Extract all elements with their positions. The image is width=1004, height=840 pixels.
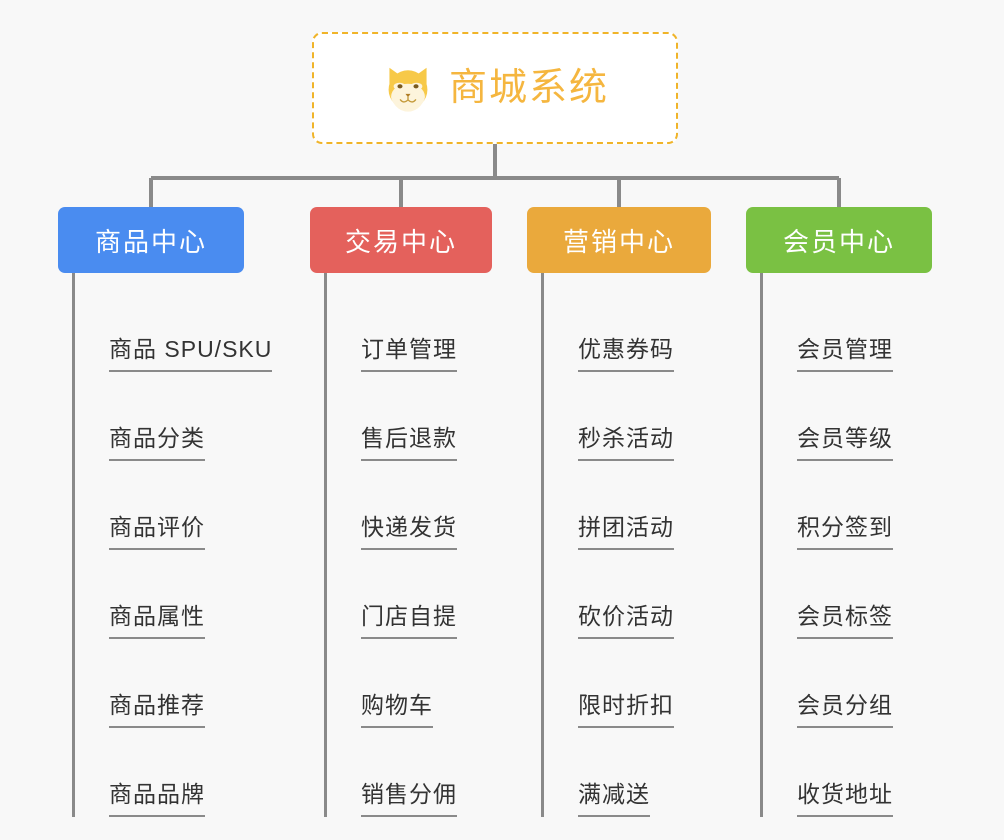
category-label: 商品中心: [94, 226, 207, 257]
leaf-list-marketing-center: 优惠券码秒杀活动拼团活动砍价活动限时折扣满减送: [541, 273, 711, 817]
leaf-item[interactable]: 商品评价: [75, 461, 244, 550]
leaf-item[interactable]: 会员管理: [763, 283, 932, 372]
leaf-item[interactable]: 销售分佣: [327, 728, 492, 817]
category-label: 交易中心: [344, 226, 457, 257]
leaf-item-label: 商品评价: [109, 508, 205, 550]
leaf-item-label: 快递发货: [361, 508, 457, 550]
leaf-item[interactable]: 收货地址: [763, 728, 932, 817]
leaf-item-label: 满减送: [578, 775, 650, 817]
category-header-product-center[interactable]: 商品中心: [58, 207, 244, 273]
leaf-item-label: 购物车: [361, 686, 433, 728]
leaf-item[interactable]: 售后退款: [327, 372, 492, 461]
leaf-item[interactable]: 购物车: [327, 639, 492, 728]
category-header-marketing-center[interactable]: 营销中心: [527, 207, 711, 273]
root-title: 商城系统: [448, 67, 609, 109]
shiba-dog-face-icon: [388, 67, 428, 112]
leaf-item[interactable]: 商品属性: [75, 550, 244, 639]
root-node[interactable]: 商城系统: [312, 32, 678, 144]
leaf-item-label: 商品属性: [109, 597, 205, 639]
leaf-item[interactable]: 商品推荐: [75, 639, 244, 728]
leaf-item-label: 会员标签: [797, 597, 893, 639]
leaf-item[interactable]: 拼团活动: [544, 461, 711, 550]
category-header-trade-center[interactable]: 交易中心: [310, 207, 492, 273]
leaf-item-label: 商品品牌: [109, 775, 205, 817]
leaf-item[interactable]: 订单管理: [327, 283, 492, 372]
leaf-list-trade-center: 订单管理售后退款快递发货门店自提购物车销售分佣: [324, 273, 492, 817]
category-column-member-center: 会员中心会员管理会员等级积分签到会员标签会员分组收货地址: [746, 207, 932, 817]
leaf-item-label: 销售分佣: [361, 775, 457, 817]
category-column-trade-center: 交易中心订单管理售后退款快递发货门店自提购物车销售分佣: [310, 207, 492, 817]
leaf-item[interactable]: 积分签到: [763, 461, 932, 550]
leaf-item-label: 商品分类: [109, 419, 205, 461]
leaf-item[interactable]: 商品 SPU/SKU: [75, 283, 273, 372]
leaf-item[interactable]: 门店自提: [327, 550, 492, 639]
leaf-item-label: 收货地址: [797, 775, 893, 817]
category-label: 营销中心: [562, 226, 675, 257]
leaf-item[interactable]: 会员等级: [763, 372, 932, 461]
leaf-list-product-center: 商品 SPU/SKU 商品分类商品评价商品属性商品推荐商品品牌: [72, 273, 273, 817]
leaf-item-label: 门店自提: [361, 597, 457, 639]
leaf-item-label: 拼团活动: [578, 508, 674, 550]
leaf-item-label: 商品 SPU/SKU: [109, 330, 273, 372]
leaf-item[interactable]: 商品分类: [75, 372, 244, 461]
leaf-item-label: 售后退款: [361, 419, 457, 461]
leaf-item-label: 限时折扣: [578, 686, 674, 728]
leaf-item-label: 会员分组: [797, 686, 893, 728]
leaf-item-label: 商品推荐: [109, 686, 205, 728]
leaf-item[interactable]: 会员标签: [763, 550, 932, 639]
category-column-marketing-center: 营销中心优惠券码秒杀活动拼团活动砍价活动限时折扣满减送: [527, 207, 711, 817]
leaf-item[interactable]: 快递发货: [327, 461, 492, 550]
leaf-item[interactable]: 满减送: [544, 728, 711, 817]
leaf-item[interactable]: 商品品牌: [75, 728, 244, 817]
leaf-item[interactable]: 秒杀活动: [544, 372, 711, 461]
leaf-item-label: 订单管理: [361, 330, 457, 372]
category-header-member-center[interactable]: 会员中心: [746, 207, 932, 273]
leaf-item-label: 会员等级: [797, 419, 893, 461]
category-label: 会员中心: [782, 226, 895, 257]
leaf-item[interactable]: 限时折扣: [544, 639, 711, 728]
leaf-item-label: 积分签到: [797, 508, 893, 550]
leaf-item-label: 砍价活动: [578, 597, 674, 639]
leaf-list-member-center: 会员管理会员等级积分签到会员标签会员分组收货地址: [760, 273, 932, 817]
leaf-item-label: 优惠券码: [578, 330, 674, 372]
leaf-item[interactable]: 会员分组: [763, 639, 932, 728]
leaf-item-label: 会员管理: [797, 330, 893, 372]
category-column-product-center: 商品中心商品 SPU/SKU 商品分类商品评价商品属性商品推荐商品品牌: [58, 207, 273, 817]
leaf-item-label: 秒杀活动: [578, 419, 674, 461]
leaf-item[interactable]: 优惠券码: [544, 283, 711, 372]
leaf-item[interactable]: 砍价活动: [544, 550, 711, 639]
